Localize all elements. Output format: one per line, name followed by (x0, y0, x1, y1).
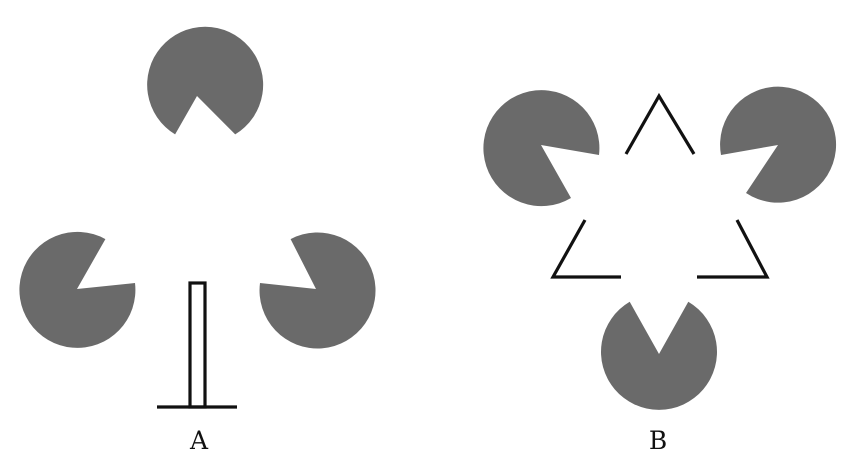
triangle-corner-left (550, 219, 621, 279)
pacman-top (147, 26, 264, 135)
pacman-upper-right (720, 86, 837, 203)
triangle-corner-right (697, 219, 770, 279)
pacman-left (19, 231, 136, 348)
triangle-corner-top (624, 92, 696, 155)
pacman-right (259, 232, 376, 349)
figure-a: A (19, 26, 376, 455)
pacman-upper-left (483, 90, 600, 207)
figure-b: B (483, 86, 837, 455)
vertical-bar (188, 281, 207, 409)
pacman-bottom (600, 301, 717, 410)
figure-label-a: A (189, 426, 209, 455)
figure-label-b: B (649, 426, 667, 455)
